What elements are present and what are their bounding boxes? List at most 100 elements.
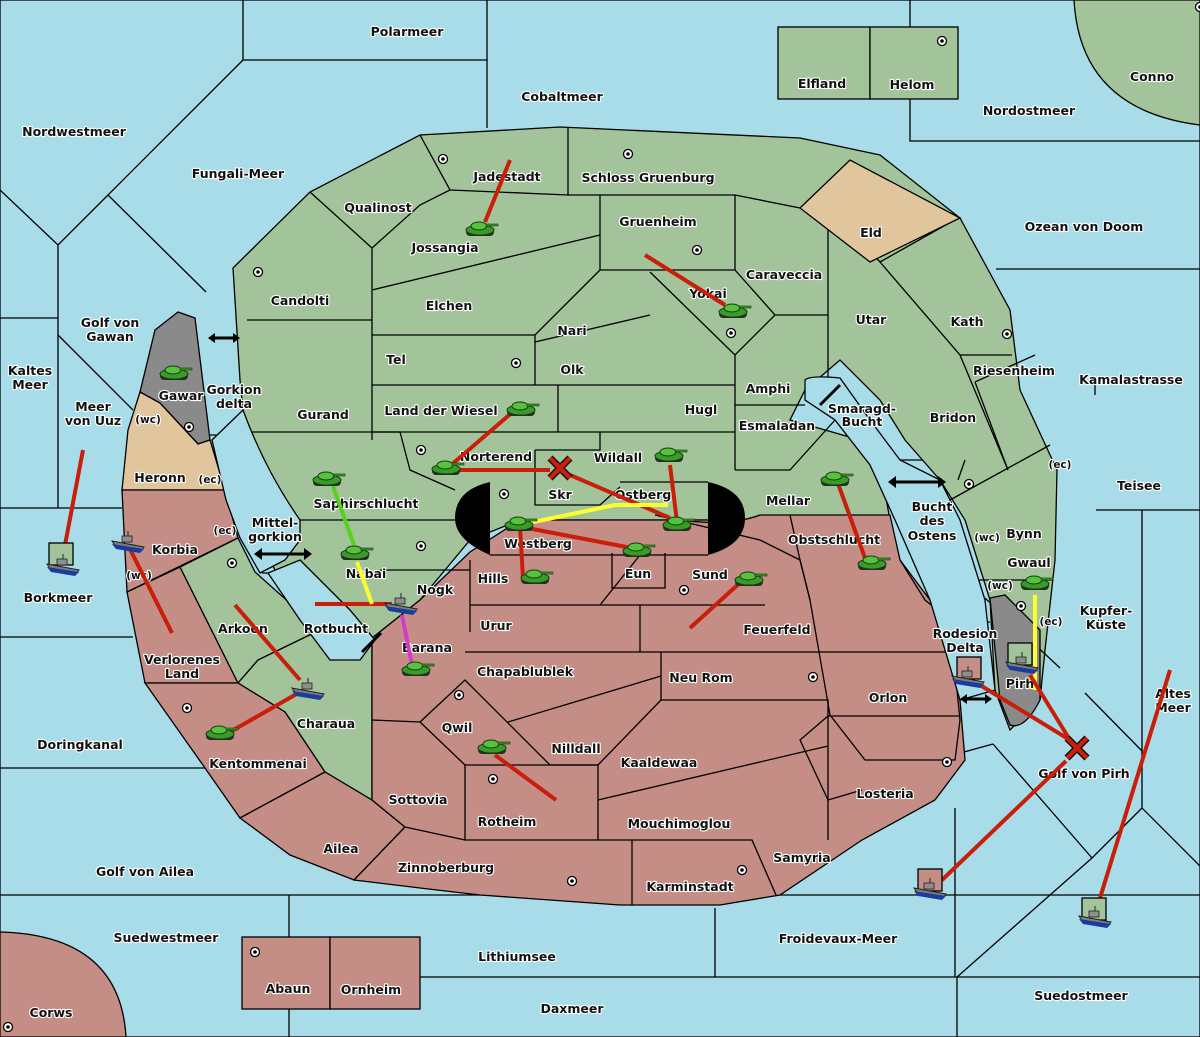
- label-barana: Barana: [402, 640, 452, 655]
- order-support-arrow: [523, 503, 668, 526]
- label-bucht-des-ostens-3: Ostens: [908, 528, 957, 543]
- label-sund: Sund: [692, 567, 728, 582]
- label-meer-von-uuz-2: von Uuz: [65, 413, 121, 428]
- orders: [63, 159, 1172, 899]
- label-nordostmeer: Nordostmeer: [983, 103, 1076, 118]
- label-korbia-wc: (wc): [126, 570, 152, 582]
- label-gorkion-delta-2: delta: [216, 396, 252, 411]
- label-chapablublek: Chapablublek: [477, 664, 574, 679]
- order-support-arrow: [355, 561, 374, 605]
- order-move-arrow: [1098, 669, 1172, 899]
- label-rodesion-delta-1: Rodesion: [933, 626, 998, 641]
- sea-mittelgorkion[interactable]: [211, 408, 301, 574]
- label-karminstadt: Karminstadt: [646, 879, 733, 894]
- label-bynn: Bynn: [1006, 526, 1041, 541]
- label-westberg: Westberg: [504, 536, 572, 551]
- label-elfland: Elfland: [798, 76, 846, 91]
- double-arrow-icon: [208, 333, 240, 343]
- bounce-markers: [547, 455, 1090, 761]
- label-ozean-von-doom: Ozean von Doom: [1025, 219, 1144, 234]
- supply-center-icon: [510, 357, 522, 369]
- label-nilldall: Nilldall: [551, 741, 600, 756]
- order-move-arrow: [940, 759, 1068, 882]
- province-borders: [247, 127, 1061, 905]
- province-corws[interactable]: [0, 931, 127, 1037]
- label-gwaul: Gwaul: [1007, 555, 1050, 570]
- label-kentommenai: Kentommenai: [209, 756, 307, 771]
- label-kamalastrasse: Kamalastrasse: [1079, 372, 1183, 387]
- label-golf-von-gawan-1: Golf von: [81, 315, 140, 330]
- province-conno[interactable]: [1073, 0, 1200, 126]
- label-jadestadt: Jadestadt: [472, 169, 540, 184]
- sea-rotbucht[interactable]: [267, 559, 376, 661]
- order-move-arrow: [493, 753, 558, 802]
- double-arrow-icon: [360, 631, 383, 654]
- label-zinnoberburg: Zinnoberburg: [398, 860, 494, 875]
- sea-bucht-des-ostens[interactable]: [804, 376, 996, 701]
- label-hugl: Hugl: [685, 402, 718, 417]
- order-move-arrow: [688, 578, 745, 630]
- label-borkmeer: Borkmeer: [24, 590, 94, 605]
- supply-center-icon: [498, 488, 510, 500]
- label-gawar: Gawar: [159, 388, 205, 403]
- label-lithiumsee: Lithiumsee: [478, 949, 556, 964]
- label-ailea: Ailea: [323, 841, 358, 856]
- label-skr: Skr: [548, 487, 572, 502]
- impassable-east-cap: [708, 482, 745, 555]
- label-esmaladan: Esmaladan: [739, 418, 815, 433]
- label-charaua: Charaua: [297, 716, 355, 731]
- supply-center-icon: [2, 1021, 14, 1033]
- supply-center-icon: [678, 584, 690, 596]
- order-move-arrow: [1028, 673, 1072, 742]
- label-utar: Utar: [856, 312, 888, 327]
- label-helom: Helom: [890, 77, 935, 92]
- label-kaltes-meer-2: Meer: [12, 377, 48, 392]
- label-suedwestmeer: Suedwestmeer: [114, 930, 220, 945]
- order-support-arrow: [331, 485, 356, 546]
- label-fungali-meer: Fungali-Meer: [192, 166, 285, 181]
- label-gawar-wc: (wc): [135, 414, 161, 426]
- label-norterend: Norterend: [460, 449, 532, 464]
- label-pirh: Pirh: [1006, 676, 1035, 691]
- label-froidevaux-meer: Froidevaux-Meer: [779, 931, 898, 946]
- label-kaaldewaa: Kaaldewaa: [621, 755, 698, 770]
- label-nari: Nari: [557, 323, 586, 338]
- label-land-der-wiesel: Land der Wiesel: [384, 403, 497, 418]
- label-bynn-ec: (ec): [1049, 459, 1072, 471]
- label-conno: Conno: [1130, 69, 1175, 84]
- supply-center-icon: [736, 864, 748, 876]
- label-polarmeer: Polarmeer: [371, 24, 445, 39]
- label-gruenheim: Gruenheim: [619, 214, 696, 229]
- supply-center-icon: [941, 756, 953, 768]
- label-bucht-des-ostens-1: Bucht: [912, 499, 953, 514]
- canal-arrows: [208, 333, 992, 704]
- supply-center-icon: [691, 244, 703, 256]
- supply-center-icon: [415, 444, 427, 456]
- label-elchen: Elchen: [426, 298, 473, 313]
- label-kupfer-kueste-2: Küste: [1086, 617, 1126, 632]
- order-move-arrow: [233, 603, 302, 682]
- label-rotheim: Rotheim: [478, 814, 537, 829]
- impassable-west-cap: [455, 482, 490, 555]
- order-move-arrow: [448, 408, 517, 468]
- label-wildall: Wildall: [594, 450, 642, 465]
- label-korbia: Korbia: [152, 542, 198, 557]
- label-olk: Olk: [560, 362, 584, 377]
- label-heronn-ec: (ec): [199, 474, 222, 486]
- province-eld[interactable]: [799, 159, 962, 263]
- order-move-arrow: [126, 544, 174, 634]
- label-gurand: Gurand: [297, 407, 349, 422]
- label-bynn-wc: (wc): [974, 532, 1000, 544]
- label-mittelgorkion-2: gorkion: [248, 529, 302, 544]
- label-rotbucht: Rotbucht: [304, 621, 368, 636]
- label-mouchimoglou: Mouchimoglou: [628, 816, 731, 831]
- supply-center-icon: [566, 875, 578, 887]
- province-ornheim[interactable]: [329, 936, 421, 1010]
- dislodge-x-icon: [1064, 735, 1090, 761]
- label-saphirschlucht: Saphirschlucht: [314, 496, 419, 511]
- label-schloss-gruenburg: Schloss Gruenburg: [581, 170, 714, 185]
- label-gwaul-ec: (ec): [1040, 616, 1063, 628]
- supply-center-icon: [453, 689, 465, 701]
- order-move-arrow: [643, 253, 727, 307]
